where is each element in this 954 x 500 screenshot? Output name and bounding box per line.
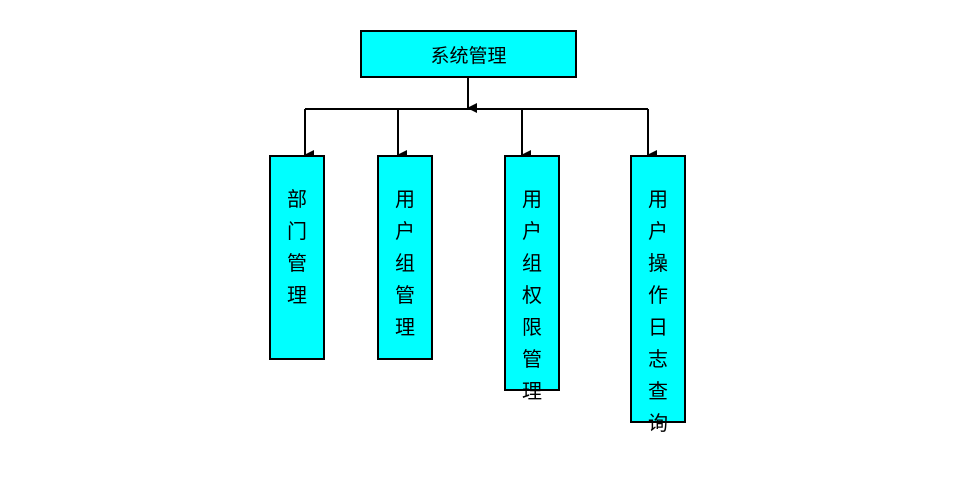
label-char: 用 bbox=[648, 187, 668, 211]
label-char: 理 bbox=[522, 379, 542, 403]
label-char: 志 bbox=[648, 347, 668, 371]
child-node-user-group-permission-management: 用户组权限管理 bbox=[504, 155, 560, 403]
child-node-user-operation-log-query: 用户操作日志查询 bbox=[630, 155, 686, 435]
child-node-label: 用户组权限管理 bbox=[506, 183, 558, 407]
label-char: 户 bbox=[648, 219, 668, 243]
child-node-department-management: 部门管理 bbox=[269, 155, 325, 360]
root-node-label: 系统管理 bbox=[430, 44, 507, 67]
label-char: 组 bbox=[395, 251, 415, 275]
label-char: 部 bbox=[287, 187, 307, 211]
child-node-label: 部门管理 bbox=[271, 183, 323, 311]
label-char: 户 bbox=[522, 219, 542, 243]
label-char: 作 bbox=[648, 283, 668, 307]
label-char: 日 bbox=[648, 315, 668, 339]
child-node-user-group-management: 用户组管理 bbox=[377, 155, 433, 360]
label-char: 理 bbox=[287, 283, 307, 307]
root-node-system-management: 系统管理 bbox=[360, 30, 577, 78]
label-char: 管 bbox=[522, 347, 542, 371]
label-char: 管 bbox=[395, 283, 415, 307]
label-char: 限 bbox=[522, 315, 542, 339]
label-char: 操 bbox=[648, 251, 668, 275]
label-char: 用 bbox=[522, 187, 542, 211]
label-char: 用 bbox=[395, 187, 415, 211]
label-char: 理 bbox=[395, 315, 415, 339]
label-char: 组 bbox=[522, 251, 542, 275]
label-char: 权 bbox=[522, 283, 542, 307]
label-char: 查 bbox=[648, 379, 668, 403]
label-char: 门 bbox=[287, 219, 307, 243]
label-char: 户 bbox=[395, 219, 415, 243]
child-node-label: 用户组管理 bbox=[379, 183, 431, 343]
child-node-label: 用户操作日志查询 bbox=[632, 183, 684, 439]
label-char: 询 bbox=[648, 411, 668, 435]
label-char: 管 bbox=[287, 251, 307, 275]
